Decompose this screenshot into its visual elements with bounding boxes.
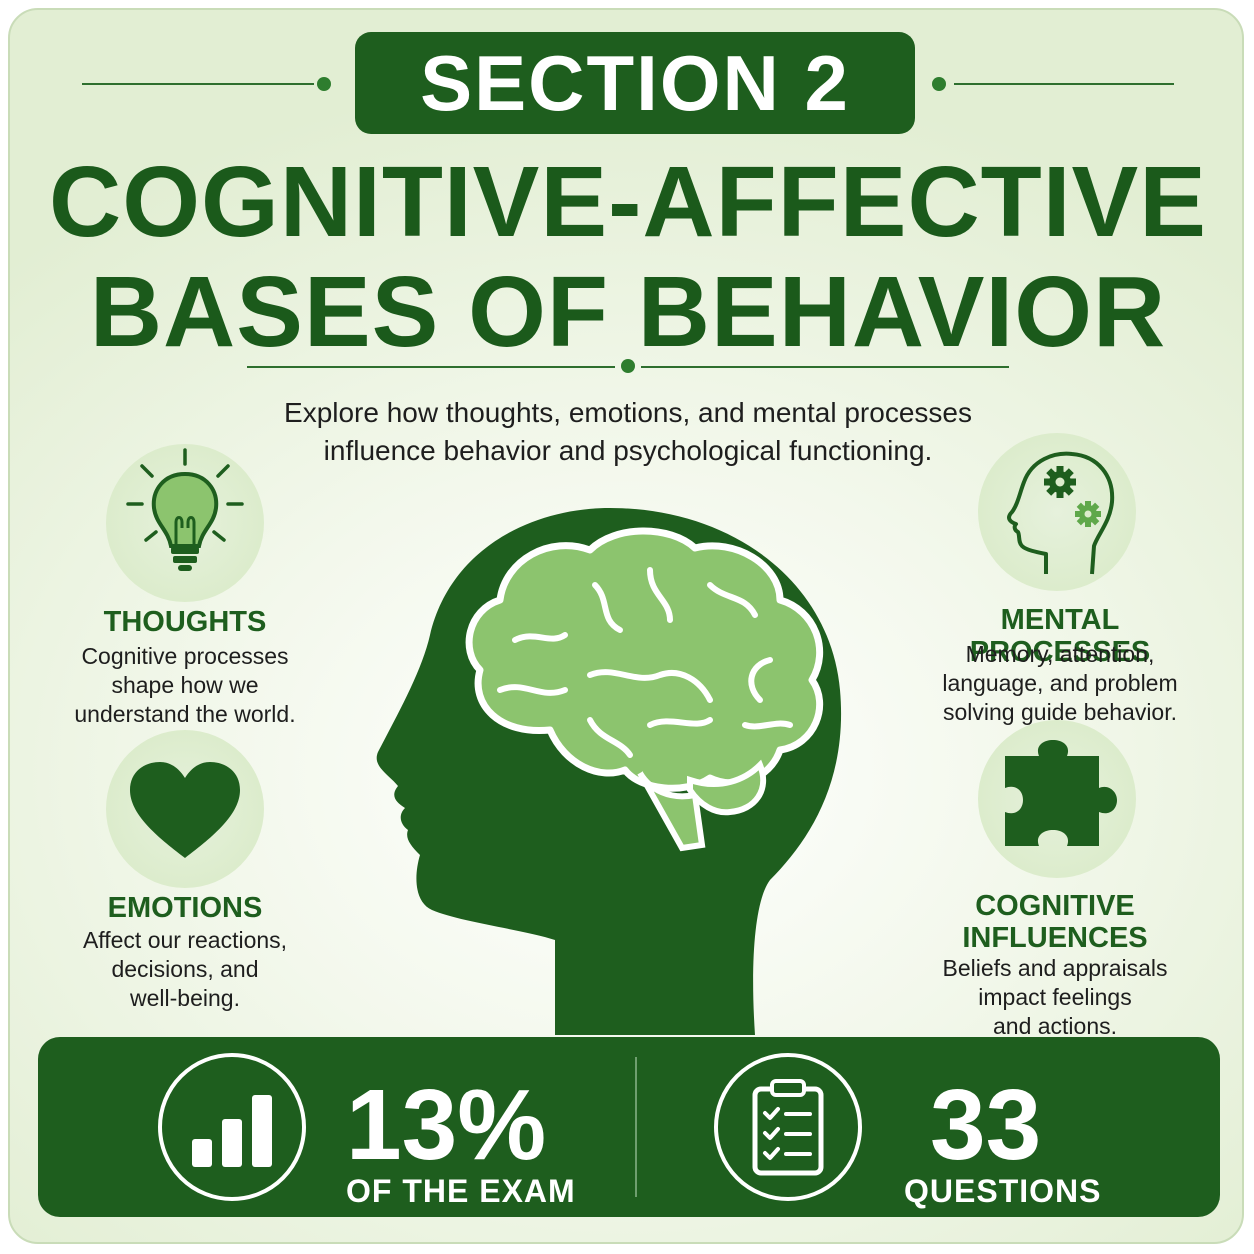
- head-gears-icon: [1007, 451, 1115, 575]
- header-divider-left: [82, 83, 314, 85]
- header-divider-right: [954, 83, 1174, 85]
- cognitive-influences-title-line: COGNITIVE: [975, 890, 1135, 922]
- cognitive-influences-desc-line: and actions.: [992, 1013, 1118, 1039]
- lightbulb-icon: [126, 448, 244, 571]
- stats-divider: [635, 1057, 637, 1197]
- thoughts-description: Cognitive processes shape how we underst…: [50, 642, 320, 729]
- emotions-desc-line: Affect our reactions,: [82, 927, 288, 953]
- cognitive-influences-title: COGNITIVE INFLUENCES: [905, 890, 1205, 954]
- exam-share-label: OF THE EXAM: [346, 1173, 576, 1209]
- title-dot: [621, 359, 635, 373]
- thoughts-title: THOUGHTS: [103, 606, 267, 638]
- questions-icon-circle: [714, 1053, 862, 1201]
- head-brain-icon: [376, 508, 842, 1035]
- page-title-line-2: BASES OF BEHAVIOR: [89, 256, 1167, 368]
- cognitive-influences-title-line: INFLUENCES: [962, 922, 1148, 954]
- emotions-desc-line: well-being.: [130, 985, 240, 1011]
- bar-chart-icon: [192, 1095, 272, 1167]
- questions-value: 33: [930, 1069, 1042, 1181]
- subtitle: Explore how thoughts, emotions, and ment…: [160, 394, 1096, 470]
- heart-icon: [130, 762, 240, 858]
- section-label: SECTION 2: [420, 38, 850, 127]
- thoughts-desc-line: Cognitive processes: [81, 643, 289, 669]
- questions-label: QUESTIONS: [904, 1173, 1102, 1209]
- stats-bar: 13% OF THE EXAM 33 QUESTIONS: [38, 1037, 1220, 1217]
- subtitle-line-2: influence behavior and psychological fun…: [323, 435, 933, 466]
- emotions-description: Affect our reactions, decisions, and wel…: [50, 926, 320, 1013]
- cognitive-influences-desc-line: impact feelings: [978, 984, 1132, 1010]
- subtitle-line-1: Explore how thoughts, emotions, and ment…: [284, 397, 972, 428]
- cognitive-influences-description: Beliefs and appraisals impact feelings a…: [905, 954, 1205, 1041]
- exam-share-value: 13%: [346, 1069, 547, 1181]
- mental-processes-description: Memory, attention, language, and problem…: [915, 640, 1205, 727]
- header-dot-right: [932, 77, 946, 91]
- infographic-card: SECTION 2 COGNITIVE-AFFECTIVE BASES OF B…: [8, 8, 1244, 1244]
- clipboard-checklist-icon: [752, 1079, 824, 1176]
- mental-processes-desc-line: Memory, attention,: [965, 641, 1155, 667]
- mental-processes-title: MENTAL PROCESSES: [969, 604, 1151, 668]
- page-title-line-1: COGNITIVE-AFFECTIVE: [49, 146, 1207, 258]
- header-dot-left: [317, 77, 331, 91]
- section-badge: SECTION 2: [355, 32, 915, 134]
- cognitive-influences-desc-line: Beliefs and appraisals: [942, 955, 1168, 981]
- thoughts-desc-line: understand the world.: [74, 701, 296, 727]
- mental-processes-desc-line: language, and problem: [942, 670, 1178, 696]
- thoughts-desc-line: shape how we: [111, 672, 259, 698]
- exam-share-icon-circle: [158, 1053, 306, 1201]
- puzzle-piece-icon: [1005, 740, 1117, 846]
- emotions-title: EMOTIONS: [107, 892, 263, 924]
- title-divider-left: [247, 366, 615, 368]
- title-divider-right: [641, 366, 1009, 368]
- emotions-desc-line: decisions, and: [111, 956, 259, 982]
